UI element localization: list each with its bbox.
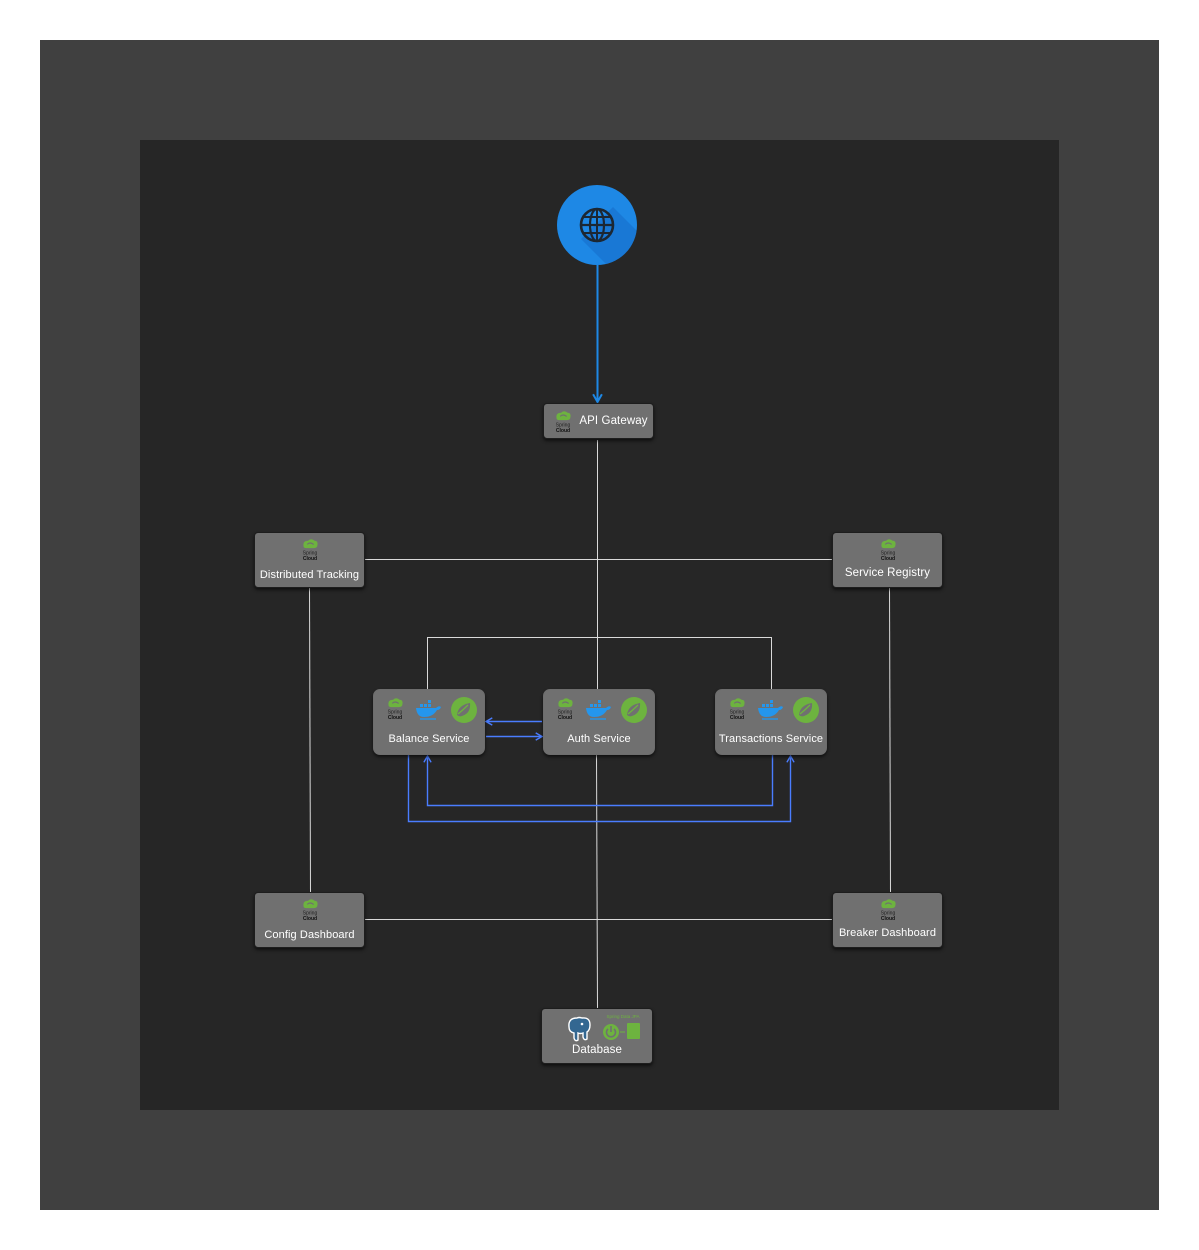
svg-text:Cloud: Cloud (881, 916, 895, 921)
balance-service-node[interactable]: Spring Cloud Balance Service (373, 689, 485, 755)
svg-text:Cloud: Cloud (558, 715, 572, 720)
svg-text:Cloud: Cloud (881, 556, 895, 561)
spring-data-jpa-icon: Spring Data JPA (603, 1014, 640, 1040)
spring-cloud-icon: Spring Cloud (303, 899, 318, 921)
svg-text:Spring: Spring (881, 911, 896, 917)
svg-text:Cloud: Cloud (303, 556, 317, 561)
client-node[interactable] (557, 185, 637, 265)
svg-text:Cloud: Cloud (556, 428, 570, 433)
spring-cloud-icon: Spring Cloud (881, 539, 896, 561)
transactions-service-label: Transactions Service (718, 733, 824, 745)
auth-service-node[interactable]: Spring Cloud Auth Service (543, 689, 655, 755)
svg-text:Spring: Spring (558, 710, 573, 716)
svg-text:Spring: Spring (303, 551, 318, 557)
svg-text:Spring: Spring (303, 911, 318, 917)
auth-service-label: Auth Service (567, 733, 631, 745)
svg-text:Cloud: Cloud (388, 715, 402, 720)
spring-cloud-icon: Spring Cloud (388, 698, 403, 720)
docker-icon (586, 700, 611, 720)
spring-cloud-icon: Spring Cloud (881, 899, 896, 921)
diagram-canvas (140, 140, 1059, 1110)
globe-icon (579, 207, 637, 265)
spring-cloud-icon: Spring Cloud (558, 698, 573, 720)
svg-text:Spring: Spring (388, 710, 403, 716)
docker-icon (758, 700, 783, 720)
config-dashboard-label: Config Dashboard (264, 929, 355, 941)
breaker-dashboard-node[interactable]: Spring Cloud Breaker Dashboard (832, 892, 943, 948)
api-gateway-node[interactable]: Spring Cloud API Gateway (543, 403, 654, 439)
config-dashboard-node[interactable]: Spring Cloud Config Dashboard (254, 892, 365, 948)
balance-service-label: Balance Service (388, 733, 470, 745)
spring-boot-icon (793, 697, 819, 723)
api-gateway-label: API Gateway (579, 415, 648, 427)
jpa-document-icon (627, 1023, 640, 1039)
spring-power-icon (603, 1024, 619, 1040)
distributed-tracking-label: Distributed Tracking (259, 569, 360, 581)
svg-text:Spring: Spring (881, 551, 896, 557)
svg-text:Cloud: Cloud (303, 916, 317, 921)
service-registry-node[interactable]: Spring Cloud Service Registry (832, 532, 943, 588)
database-node[interactable]: Spring Data JPA Database (541, 1008, 653, 1064)
postgresql-elephant-icon (568, 1016, 591, 1042)
spring-data-jpa-tag: Spring Data JPA (607, 1014, 640, 1019)
spring-cloud-icon: Spring Cloud (303, 539, 318, 561)
breaker-dashboard-label: Breaker Dashboard (838, 927, 937, 939)
database-label: Database (571, 1044, 623, 1056)
svg-text:Spring: Spring (730, 710, 745, 716)
svg-text:Cloud: Cloud (730, 715, 744, 720)
spring-cloud-icon: Spring Cloud (730, 698, 745, 720)
transactions-service-node[interactable]: Spring Cloud Transactions Service (715, 689, 827, 755)
spring-boot-icon (621, 697, 647, 723)
service-registry-label: Service Registry (844, 567, 931, 579)
distributed-tracking-node[interactable]: Spring Cloud Distributed Tracking (254, 532, 365, 588)
spring-boot-icon (451, 697, 477, 723)
docker-icon (416, 700, 441, 720)
svg-text:Spring: Spring (556, 423, 571, 429)
spring-cloud-icon: Spring Cloud (556, 411, 571, 433)
